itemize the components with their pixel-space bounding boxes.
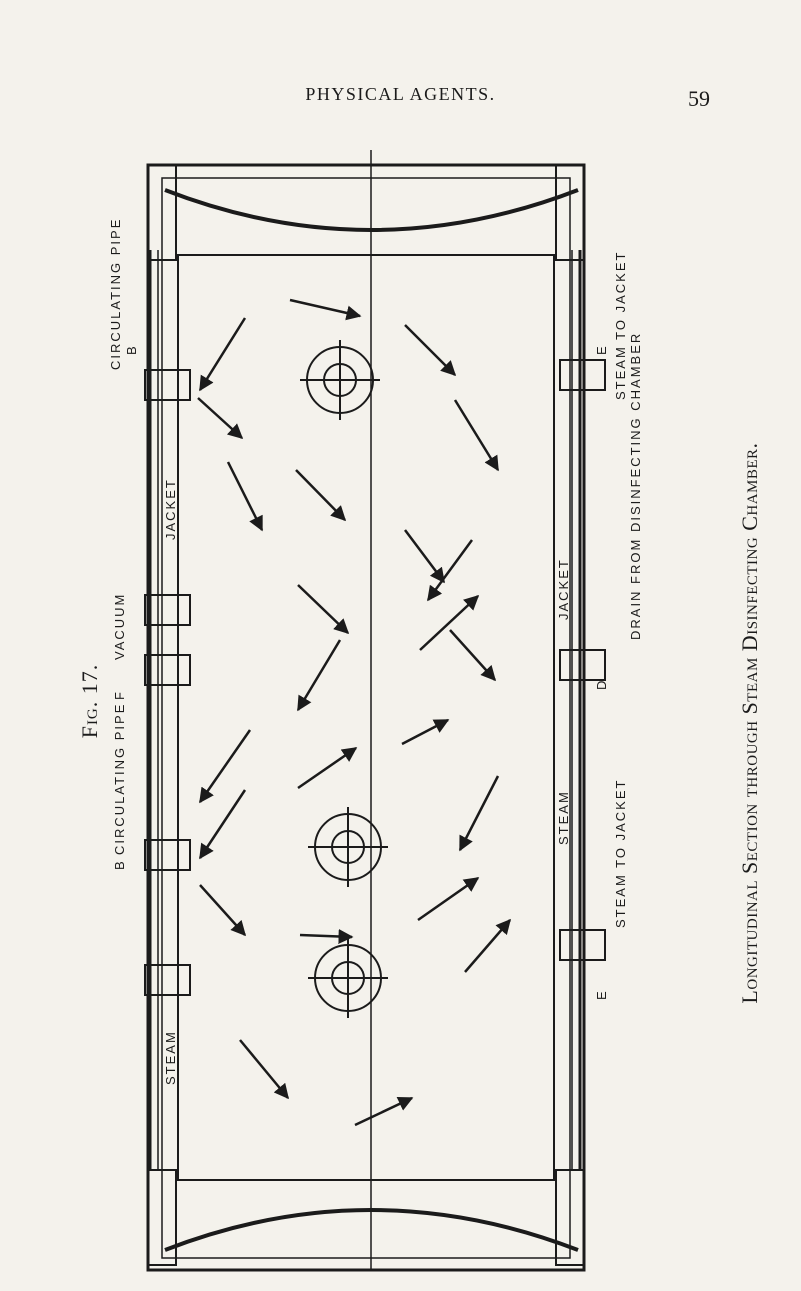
label-jacket-right: JACKET <box>556 558 571 620</box>
label-b-bottom: B <box>112 859 127 870</box>
running-head: PHYSICAL AGENTS. <box>305 84 496 104</box>
label-steam-to-jacket-top: STEAM TO JACKET <box>613 251 628 400</box>
label-steam-left: STEAM <box>163 1030 178 1085</box>
page-number: 59 <box>688 86 710 111</box>
label-e-bottom: E <box>594 989 609 1000</box>
label-jacket-left: JACKET <box>163 478 178 540</box>
label-steam-right: STEAM <box>556 790 571 845</box>
label-vacuum: VACUUM <box>112 593 127 660</box>
label-e-top: E <box>594 344 609 355</box>
label-drain: DRAIN FROM DISINFECTING CHAMBER <box>628 332 643 640</box>
label-steam-to-jacket-bottom: STEAM TO JACKET <box>613 779 628 928</box>
label-d: D <box>594 679 609 690</box>
label-f: F <box>112 690 127 700</box>
label-circulating-pipe-top: CIRCULATING PIPE <box>108 218 123 370</box>
label-circulating-pipe-bottom: CIRCULATING PIPE <box>112 703 127 855</box>
label-b-top: B <box>124 344 139 355</box>
